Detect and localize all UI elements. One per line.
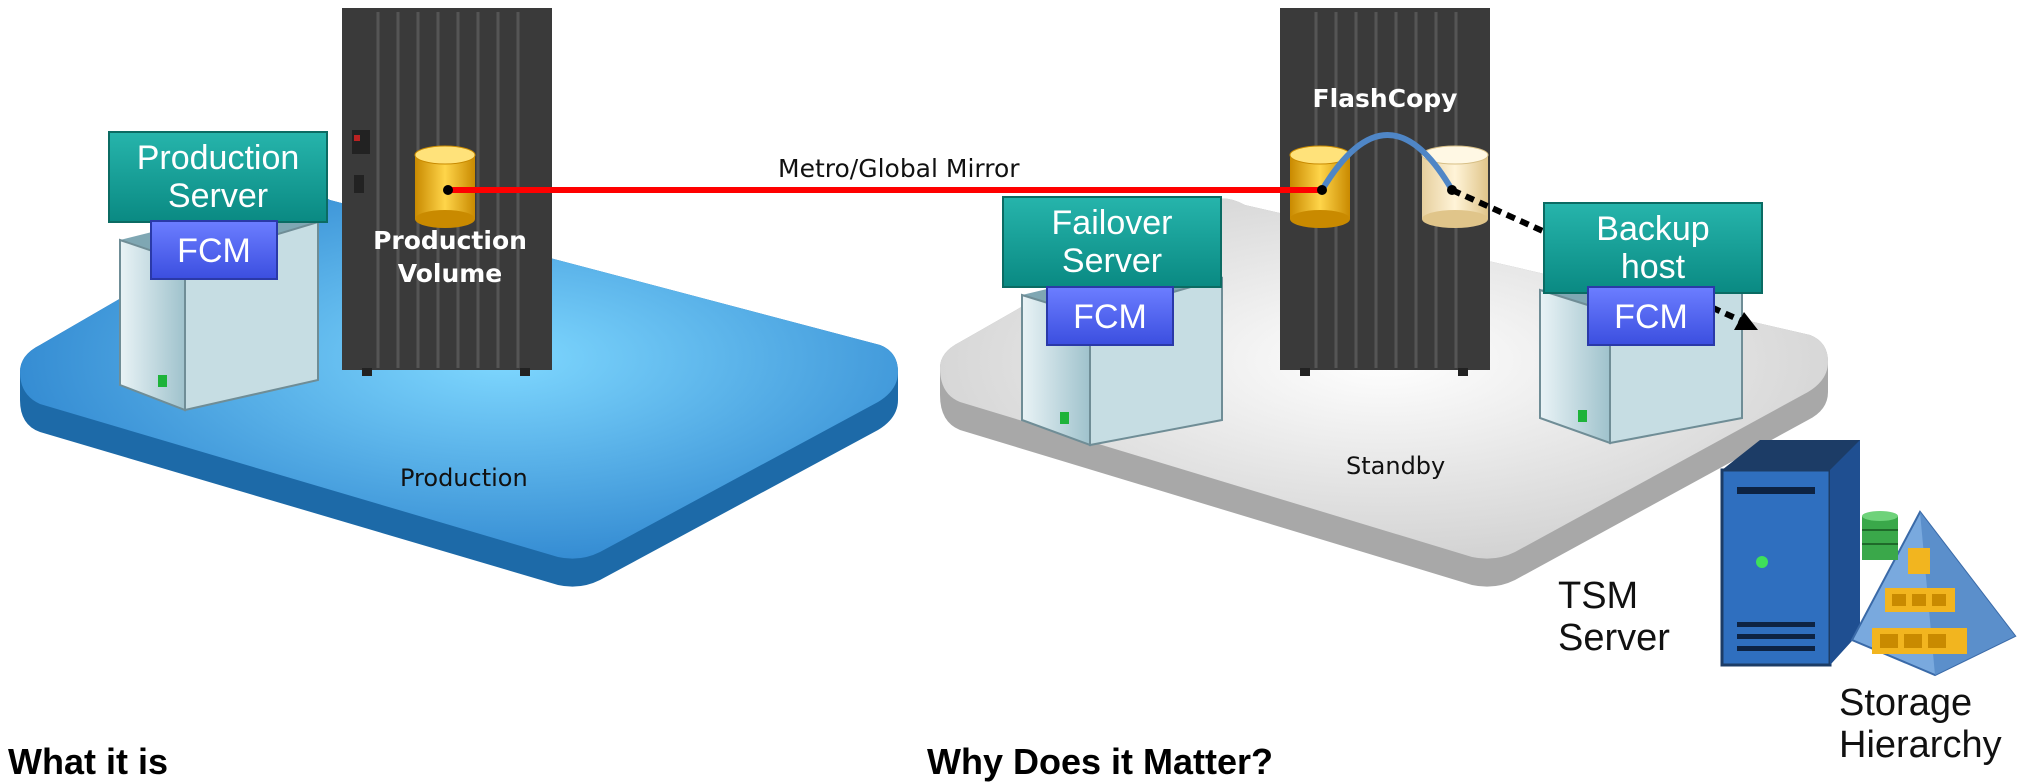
backup-flow-arrow [1447,185,1758,330]
mirror-label: Metro/Global Mirror [778,154,1020,183]
production-server-label: Production Server [108,131,328,223]
storage-hierarchy-label: Storage Hierarchy [1839,682,2002,766]
storage-hierarchy-icon [1850,510,2017,677]
why-it-matters-heading: Why Does it Matter? [927,741,1274,782]
backup-host-label: Backup host [1543,202,1763,294]
diagram-canvas [20,8,2017,677]
production-volume-label: Production Volume [373,226,527,288]
failover-server-label: Failover Server [1002,196,1222,288]
production-fcm-badge: FCM [150,220,278,280]
what-it-is-heading: What it is [8,741,168,782]
failover-fcm-badge: FCM [1046,286,1174,346]
flashcopy-arc [1319,132,1455,192]
standby-site-label: Standby [1346,452,1446,480]
backup-fcm-badge: FCM [1587,286,1715,346]
production-site-label: Production [400,464,528,492]
tsm-server-label: TSM Server [1558,575,1670,659]
tsm-server-icon [1720,440,1860,667]
flashcopy-label: FlashCopy [1312,84,1458,113]
production-volume-icon [414,145,476,228]
